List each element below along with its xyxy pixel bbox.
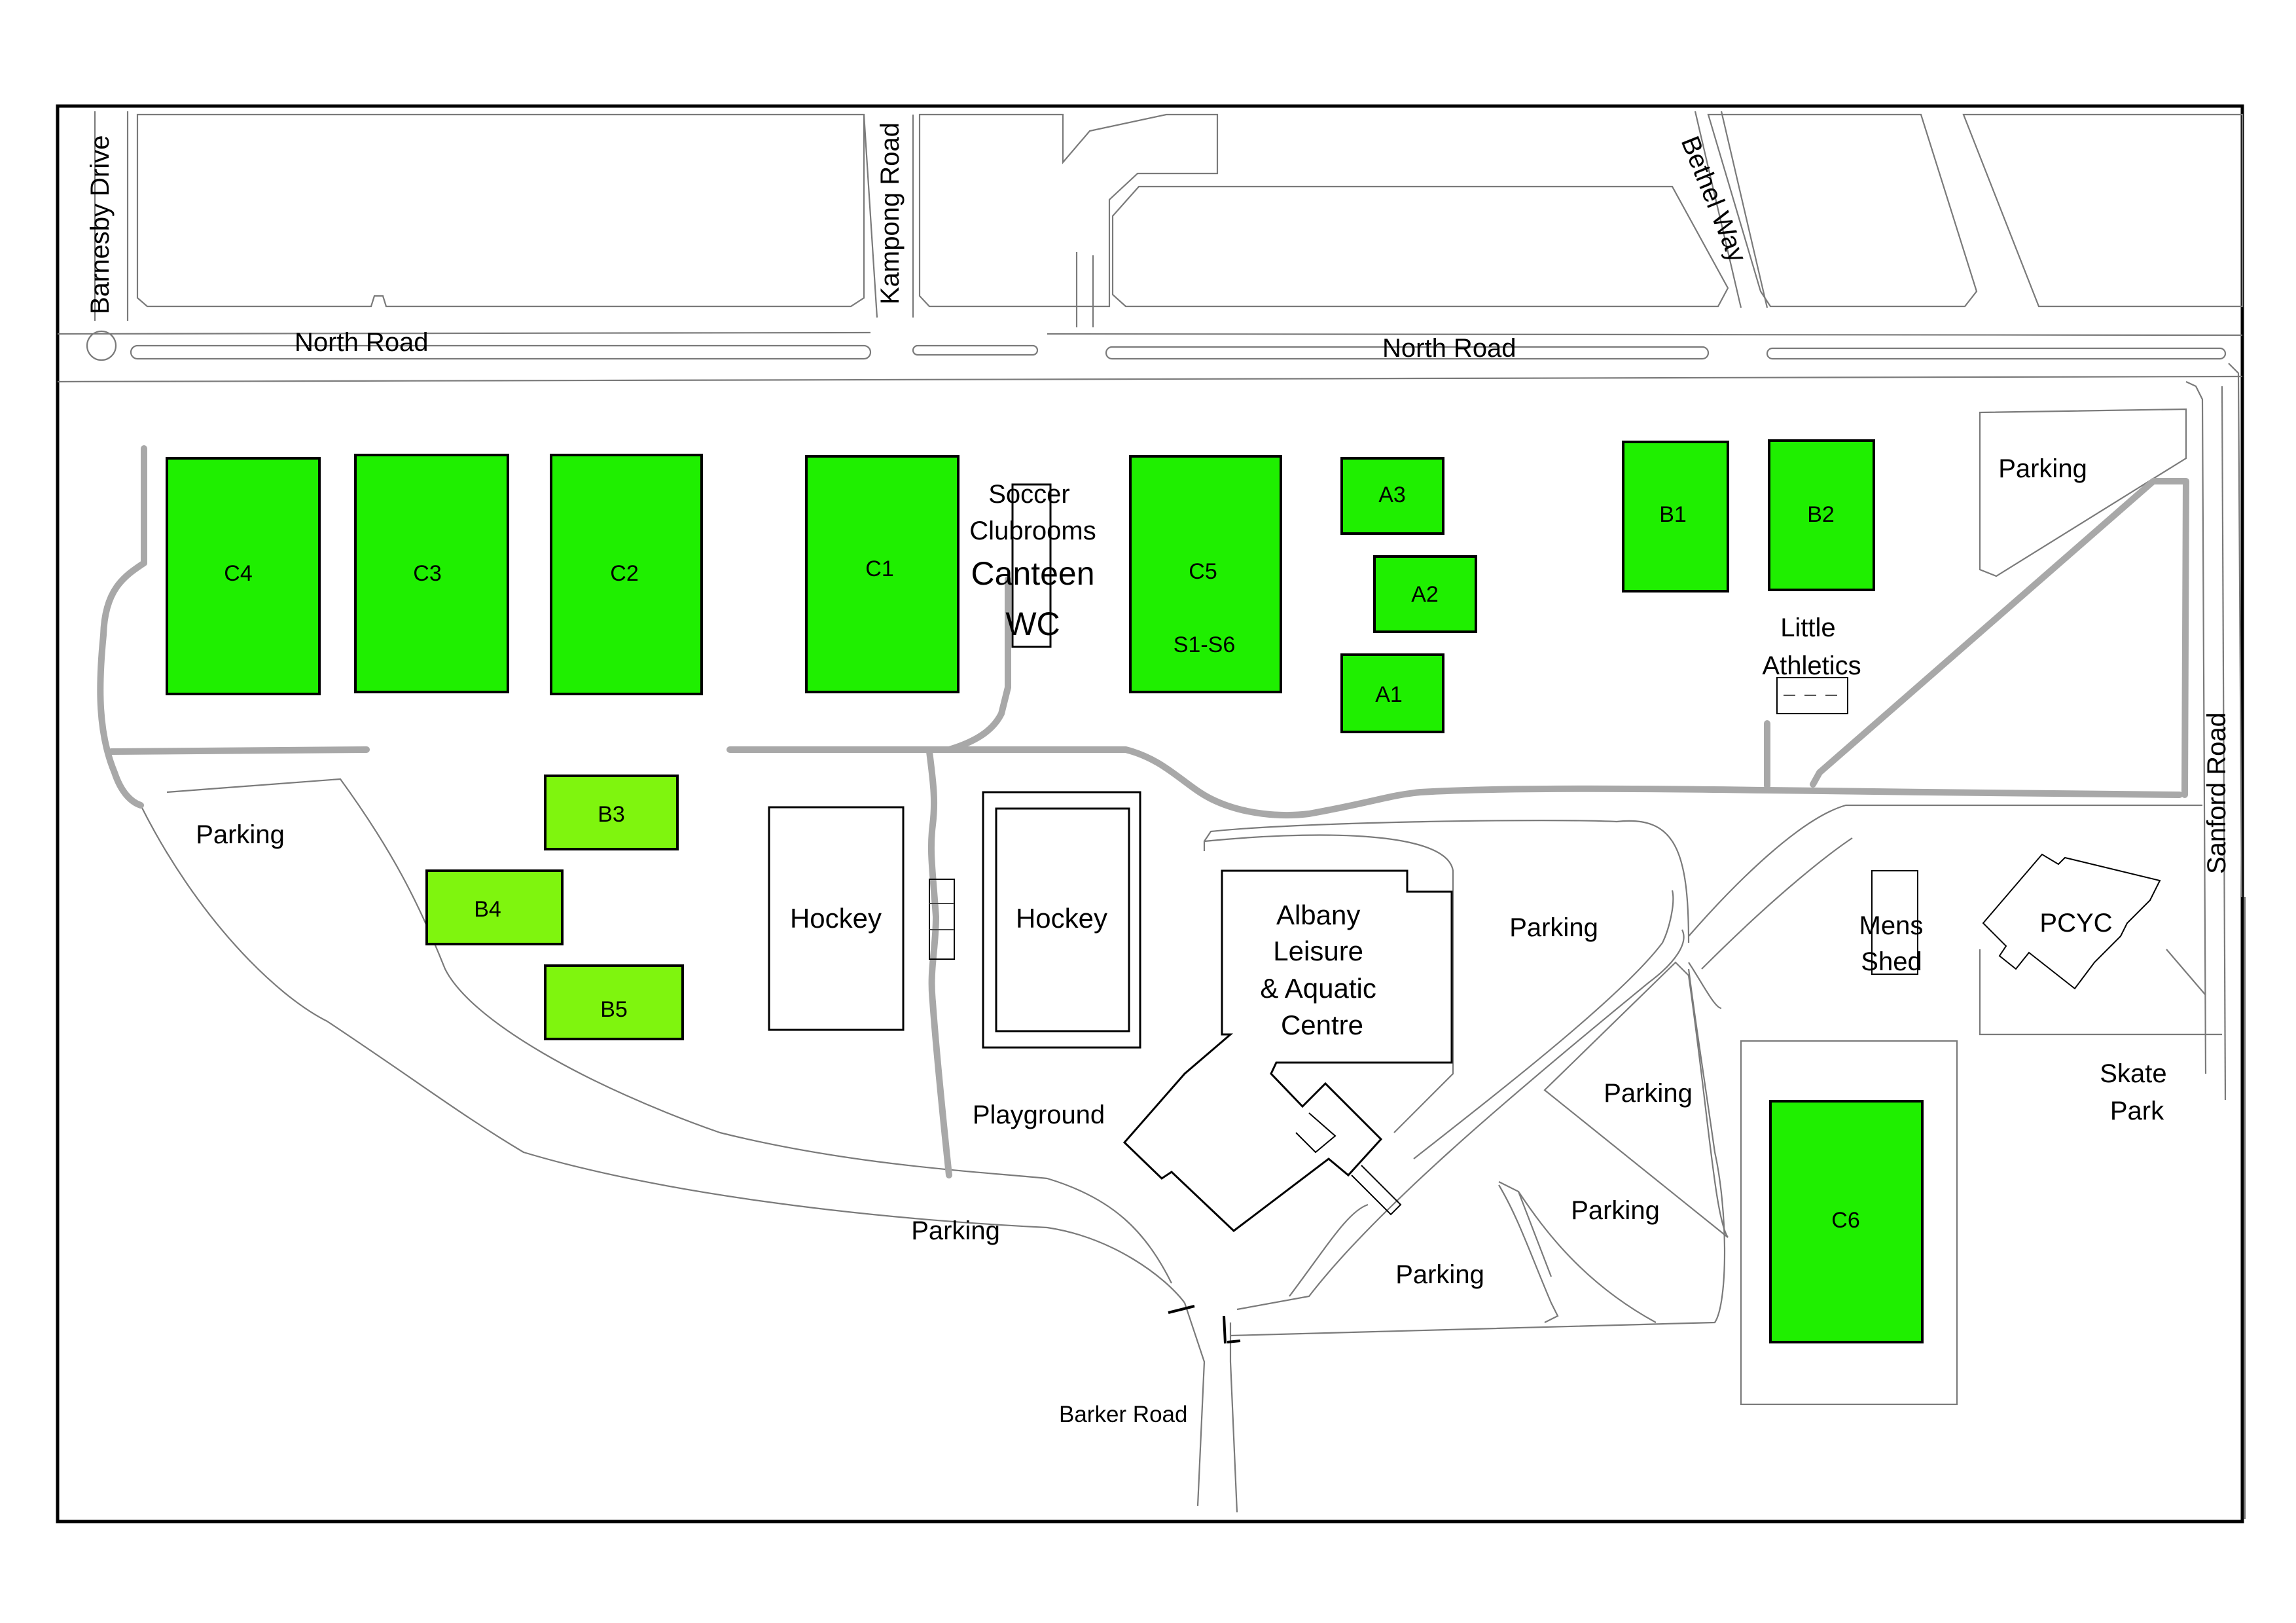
road-label-kampong: Kampong Road: [876, 122, 905, 304]
pitch-label-c5: C5: [1189, 559, 1217, 584]
soccer-clubrooms-building: [1011, 483, 1052, 648]
hockey-field-1: [768, 806, 905, 1031]
mens-shed-building: [1871, 870, 1918, 975]
parking-label-east-low: Parking: [1571, 1196, 1660, 1225]
pcyc-label: PCYC: [2039, 909, 2112, 938]
parking-label-south: Parking: [911, 1216, 1000, 1245]
parking-label-bottom: Parking: [1395, 1260, 1484, 1289]
pitch-b3: [544, 775, 679, 850]
map-border: [56, 104, 2244, 1523]
pcyc-building: [1982, 853, 2161, 990]
road-label-barker: Barker Road: [1059, 1402, 1187, 1427]
dugout: [929, 879, 955, 960]
leisure-centre-label: Albany Leisure & Aquatic Centre: [1260, 900, 1384, 1040]
hockey-field-2-inner: [995, 807, 1130, 1032]
road-label-north-west: North Road: [295, 328, 429, 357]
pitch-b2: [1768, 439, 1875, 591]
pitch-label-b1: B1: [1659, 502, 1687, 527]
pitch-label-b4: B4: [474, 897, 501, 922]
hockey-label-1: Hockey: [790, 903, 882, 934]
little-athletics-shed: [1776, 677, 1848, 714]
pitch-label-c3: C3: [413, 561, 441, 586]
pitch-label-c2: C2: [610, 561, 638, 586]
sanford-road-lines: [2185, 363, 2246, 1519]
pitch-b5: [544, 964, 684, 1040]
pitch-label-c6: C6: [1831, 1208, 1859, 1233]
playground-label: Playground: [973, 1101, 1105, 1129]
pitch-label-b2: B2: [1807, 502, 1835, 527]
leisure-centre-building: [1122, 869, 1453, 1232]
pitches: [166, 439, 1924, 1343]
pitch-c5: [1129, 455, 1282, 693]
pitch-label-b3: B3: [598, 802, 625, 827]
pitch-label-a2: A2: [1411, 582, 1439, 607]
internal-roads: [140, 408, 2222, 1513]
wc-label: WC: [1005, 606, 1060, 642]
skate-park-label: Skate Park: [2100, 1059, 2174, 1125]
parking-label-east-mid: Parking: [1604, 1079, 1693, 1108]
mens-shed-label: Mens Shed: [1859, 911, 1931, 976]
canteen-label: Canteen: [971, 555, 1094, 592]
little-athletics-label: Little Athletics: [1762, 613, 1861, 680]
structures: [768, 483, 2161, 1232]
road-label-sanford: Sanford Road: [2202, 712, 2231, 874]
pitch-label-c5-sub: S1-S6: [1174, 632, 1236, 657]
pitch-a2: [1373, 555, 1477, 633]
road-label-bethel: Bethel Way: [1676, 132, 1752, 266]
pitch-label-c1: C1: [865, 556, 893, 581]
road-label-north-east: North Road: [1382, 334, 1516, 363]
pitch-c3: [354, 454, 509, 693]
pitch-label-a1: A1: [1375, 682, 1403, 707]
pitch-a3: [1340, 457, 1444, 535]
parking-label-centre: Parking: [1509, 913, 1598, 942]
pitch-c4: [166, 457, 321, 695]
pitch-b4: [425, 869, 564, 945]
footpaths: [97, 445, 2189, 1178]
soccer-clubrooms-label: Soccer Clubrooms: [969, 480, 1096, 545]
pitch-a1: [1340, 653, 1444, 733]
pitch-c2: [550, 454, 703, 695]
road-label-barnesby: Barnesby Drive: [86, 136, 115, 314]
parking-label-top-right: Parking: [1998, 454, 2087, 483]
north-road-corridor: [57, 111, 2244, 383]
pitch-label-c4: C4: [224, 561, 252, 586]
parking-label-west: Parking: [196, 820, 285, 849]
hockey-label-2: Hockey: [1016, 903, 1107, 934]
pitch-label-a3: A3: [1378, 483, 1406, 507]
pitch-label-b5: B5: [600, 997, 628, 1022]
pitch-b1: [1622, 441, 1729, 593]
pitch-c1: [805, 455, 960, 693]
pitch-c6: [1769, 1100, 1924, 1343]
